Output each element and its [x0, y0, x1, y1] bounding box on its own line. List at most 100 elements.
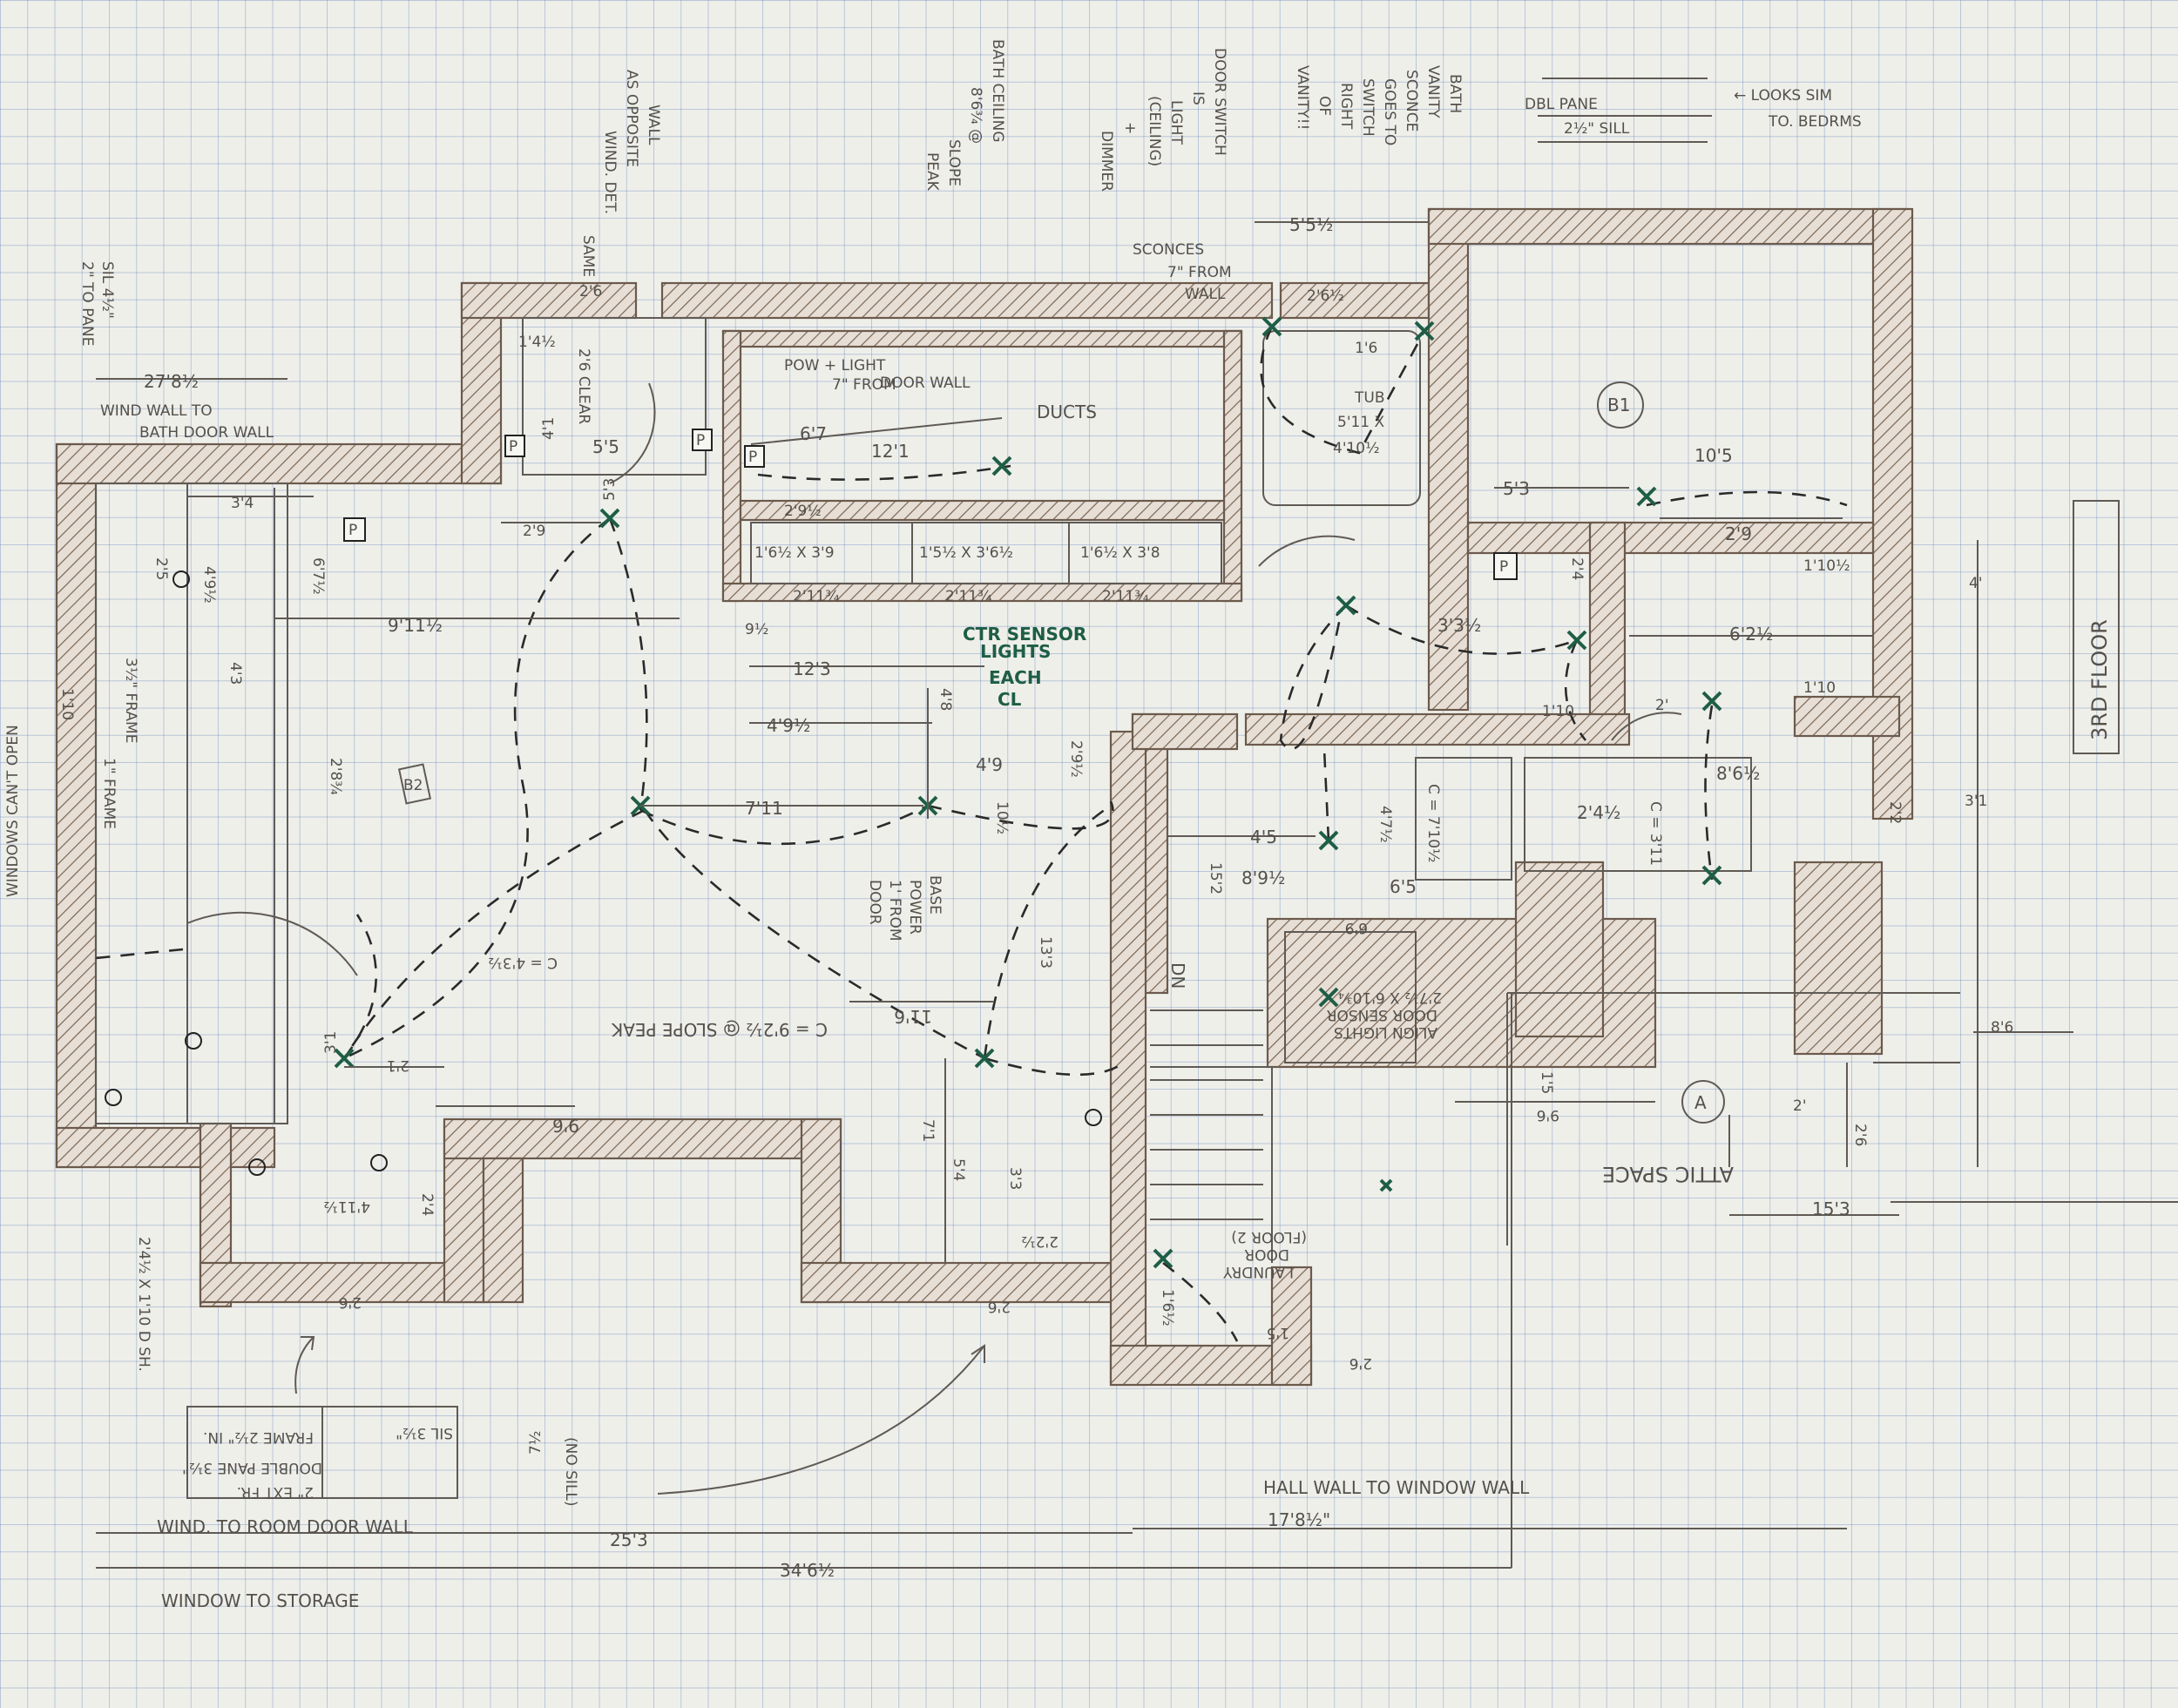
dim-4-7-5: 4'7½ [1376, 806, 1394, 843]
wall-closet2 [1793, 695, 1901, 738]
svg-text:P: P [1499, 558, 1508, 576]
note-pow-light-1: POW + LIGHT [784, 357, 886, 375]
dim-4-5: 4'5 [1250, 827, 1277, 847]
dim-10-5: 10½ [993, 801, 1011, 834]
wall-north-top [660, 281, 1274, 320]
dim-2-6c: 2'6 [1349, 1354, 1372, 1372]
note-window-box-3: DOUBLE PANE 3½" [182, 1459, 322, 1476]
wall-closet-mid [739, 499, 1226, 522]
dim-6-9: 6'9 [1345, 919, 1368, 936]
note-bath-vanity-2: VANITY [1424, 65, 1442, 118]
dim-3-3b: 3'3 [1006, 1167, 1024, 1190]
annotation-text: 3RD FLOOR 2" TO PANE SIL 4½" WINDOWS CAN… [4, 39, 2120, 1611]
curved-arrows [294, 1336, 985, 1495]
note-same-wind-4: WALL [645, 105, 662, 145]
dim-1-10: 1'10 [58, 688, 76, 720]
dim-c-4-3: C = 4'3½ [488, 954, 558, 971]
wall-stair-west [1109, 730, 1147, 1387]
dim-2-4: 2'4 [1568, 557, 1586, 580]
dim-6-7: 6'7 [800, 423, 827, 444]
note-door-switch-6: DIMMER [1098, 131, 1115, 192]
dim-2-4b: 2'4 [418, 1193, 436, 1216]
dimension-lines [96, 221, 2178, 1569]
dim-2-9b: 2'9 [1725, 523, 1752, 544]
light-fixture [1636, 486, 1657, 507]
dim-7-1: 7'1 [919, 1119, 937, 1142]
dim-13-3: 13'3 [1037, 936, 1054, 969]
dim-8-6-5: 8'6½ [1716, 763, 1760, 784]
note-tub-1: TUB [1354, 389, 1385, 407]
note-same-wind-2: WIND. DET. [601, 131, 619, 214]
dim-5-4: 5'4 [950, 1158, 967, 1181]
dim-2-1: 2'1 [387, 1057, 409, 1074]
dim-9-11-5: 9'11½ [388, 615, 443, 636]
dim-3-3: 3'3½ [1437, 615, 1481, 636]
note-laundry-2: DOOR [1244, 1246, 1289, 1263]
dim-bottom-window: WINDOW TO STORAGE [161, 1590, 359, 1611]
dim-15-2: 15'2 [1207, 862, 1224, 895]
dim-12-3: 12'3 [793, 658, 831, 679]
note-door-switch-3: LIGHT [1167, 100, 1185, 145]
stair-treads [1150, 1009, 1263, 1220]
light-fixture [1701, 865, 1722, 886]
svg-text:P: P [748, 449, 757, 466]
dim-1-6x3-8: 1'6½ X 3'8 [1080, 544, 1160, 562]
note-bath-ceiling-4: PEAK [923, 152, 941, 192]
light-fixture [1318, 987, 1339, 1008]
note-ctr-sensor-2: LIGHTS [980, 641, 1051, 662]
dim-11-6: 11'6 [894, 1006, 932, 1027]
outlet-p: P [692, 429, 713, 451]
light-fixture [1261, 316, 1282, 337]
interior-lines [95, 317, 1960, 1263]
wall-bath-mid [1466, 521, 1875, 555]
wall-north-mid [460, 281, 638, 320]
note-windows-cant-open: WINDOWS CAN'T OPEN [4, 725, 22, 897]
note-align-lights-1: ALIGN LIGHTS [1334, 1023, 1437, 1041]
light-fixture [1414, 321, 1435, 341]
wall-north-right [1279, 281, 1431, 320]
dim-c-3-11: C = 3'11 [1647, 801, 1664, 866]
note-door-switch-1: DOOR SWITCH [1211, 48, 1228, 156]
wall-laundry-r [1270, 1266, 1313, 1387]
dim-5-5-top: 5'5½ [1289, 214, 1333, 235]
dim-1-5b: 1'5 [1538, 1071, 1555, 1094]
dim-1-6: 1'6 [1355, 340, 1377, 357]
outlet-p: P [343, 517, 366, 542]
wall-dormer-l [482, 1157, 524, 1304]
note-door-switch-4: (CEILING) [1146, 96, 1163, 166]
wall-stair-e [1514, 861, 1605, 1038]
note-attic-space: ATTIC SPACE [1602, 1162, 1734, 1186]
wall-right-low [1793, 861, 1884, 1056]
light-fixture [1318, 830, 1339, 851]
dim-2-8-75: 2'8¾ [327, 758, 344, 795]
note-base-power-3: 1' FROM [886, 880, 903, 942]
dim-1-4-5: 1'4½ [518, 334, 556, 351]
light-fixture [599, 508, 620, 529]
receptacles [105, 570, 1102, 1176]
dim-9-5: 9½ [745, 621, 768, 638]
room-tag-b1: B1 [1607, 395, 1630, 415]
note-window-box-2: FRAME 2½" IN. [203, 1428, 314, 1446]
note-looks-sim-1: ← LOOKS SIM [1734, 87, 1832, 105]
outlets: P P P P P [343, 429, 1518, 580]
dim-2-2: 2'2 [1886, 801, 1904, 824]
dim-bottom-hall: HALL WALL TO WINDOW WALL [1263, 1477, 1530, 1498]
note-bath-vanity-5: SWITCH [1359, 78, 1376, 137]
wall-closet-left [721, 329, 742, 603]
dim-2-0b: 2' [1793, 1097, 1807, 1115]
dim-bottom-25-3: 25'3 [610, 1529, 648, 1550]
walls [55, 207, 1914, 1387]
note-align-lights-2: DOOR SENSOR [1327, 1006, 1437, 1023]
note-laundry-3: (FLOOR 2) [1231, 1228, 1307, 1246]
dim-c-7-10-5: C = 7'10½ [1424, 784, 1442, 863]
dim-1-10c: 1'10 [1542, 703, 1574, 720]
dim-4-1: 4'1 [540, 417, 558, 440]
note-no-sill: (NO SILL) [562, 1437, 579, 1507]
room-tag-a: A [1694, 1092, 1707, 1113]
note-bath-ceiling-3: SLOPE [945, 139, 963, 186]
dim-bottom-34-6-5: 34'6½ [780, 1560, 835, 1581]
dim-2-6f: 2'6 [1851, 1124, 1869, 1146]
dim-2-4-5: 2'4½ [1577, 802, 1620, 823]
sheet-title-box [2073, 500, 2120, 754]
